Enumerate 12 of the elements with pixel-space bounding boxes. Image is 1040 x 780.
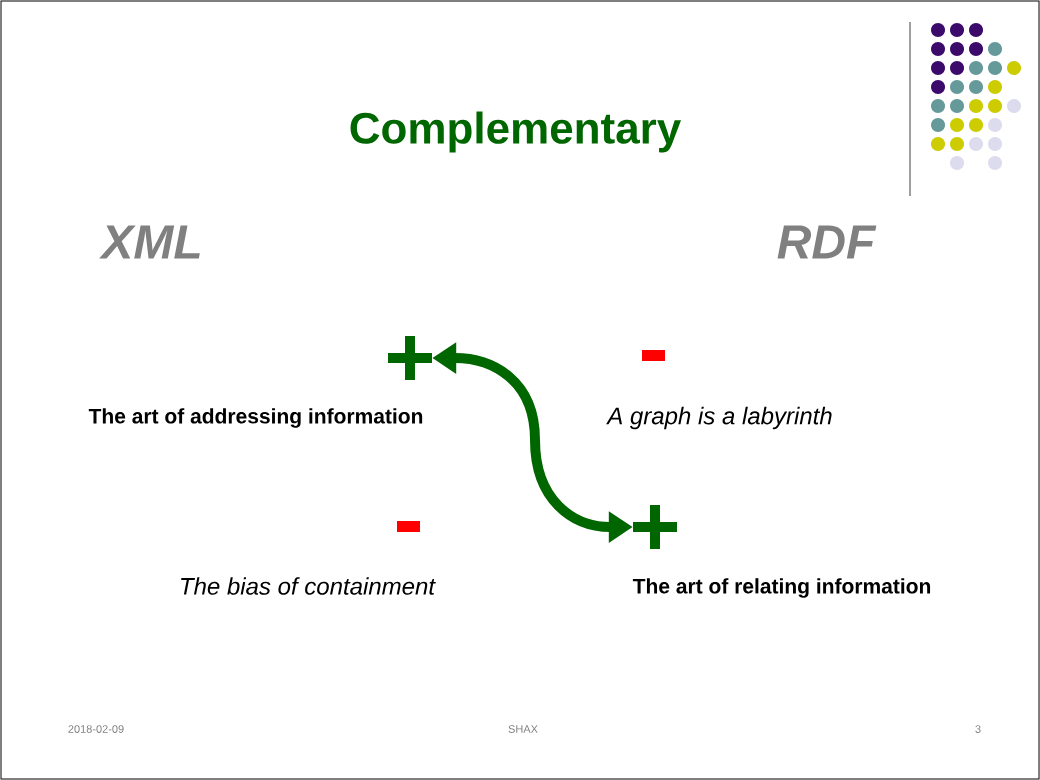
- statement: The art of addressing information: [88, 408, 423, 428]
- statement: The art of relating information: [632, 578, 931, 598]
- statement: The bias of containment: [181, 577, 436, 595]
- title: Complementary: [350, 111, 681, 153]
- statement: A graph is a labyrinth: [606, 406, 832, 430]
- heading: XML: [99, 225, 200, 259]
- heading: RDF: [777, 225, 877, 259]
- footer-date: 2018-02-09: [68, 725, 124, 733]
- page-number: 3: [975, 725, 981, 733]
- plus-sign: [633, 505, 677, 549]
- plus-sign: [388, 336, 432, 380]
- footer-text: SHAX: [508, 725, 538, 733]
